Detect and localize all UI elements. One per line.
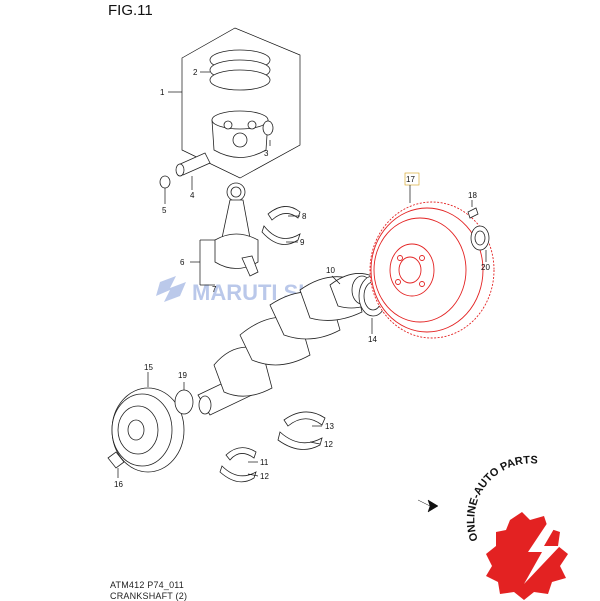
figure-name: CRANKSHAFT (2) bbox=[110, 591, 188, 601]
callout-12b: 12 bbox=[260, 472, 269, 481]
pulley-bolt bbox=[107, 451, 125, 469]
lightning-bolt-icon bbox=[524, 522, 560, 584]
callout-4: 4 bbox=[190, 191, 195, 200]
callout-3: 3 bbox=[264, 149, 269, 158]
callout-1: 1 bbox=[160, 88, 165, 97]
callout-2: 2 bbox=[193, 68, 198, 77]
main-bearing-upper bbox=[283, 411, 326, 427]
figure-code: ATM412 P74_011 bbox=[110, 580, 185, 590]
callout-16: 16 bbox=[114, 480, 123, 489]
piston-set-group bbox=[181, 27, 301, 179]
callout-9: 9 bbox=[300, 238, 305, 247]
leader-lines bbox=[117, 71, 487, 478]
callout-labels: 1 2 3 4 5 6 7 8 9 10 11 12 13 14 15 16 1… bbox=[114, 68, 490, 489]
main-bearing-lower bbox=[277, 431, 323, 450]
callout-5: 5 bbox=[162, 206, 167, 215]
conrod-bearing-upper bbox=[267, 206, 301, 221]
drive-plate-highlighted bbox=[369, 201, 495, 339]
suzuki-logo-icon bbox=[156, 276, 186, 302]
callout-12: 12 bbox=[324, 440, 333, 449]
callout-15: 15 bbox=[144, 363, 153, 372]
connecting-rod bbox=[214, 182, 259, 277]
thrust-bearing-upper bbox=[225, 447, 257, 461]
callout-20: 20 bbox=[481, 263, 490, 272]
callout-7: 7 bbox=[212, 285, 217, 294]
callout-6: 6 bbox=[180, 258, 185, 267]
figure-title: FIG.11 bbox=[108, 2, 153, 19]
callout-17: 17 bbox=[406, 175, 415, 184]
piston-pin bbox=[175, 152, 211, 177]
callout-10: 10 bbox=[326, 266, 335, 275]
direction-arrow-icon bbox=[417, 499, 439, 513]
crank-pulley bbox=[111, 387, 185, 473]
thrust-bearing-lower bbox=[219, 465, 257, 483]
callout-13: 13 bbox=[325, 422, 334, 431]
callout-19: 19 bbox=[178, 371, 187, 380]
callout-18: 18 bbox=[468, 191, 477, 200]
callout-11: 11 bbox=[260, 458, 269, 467]
flywheel-bolt bbox=[467, 207, 479, 219]
circlip bbox=[159, 175, 171, 189]
online-auto-parts-logo: ONLINE-AUTO PARTS bbox=[465, 454, 568, 600]
woodruff-key bbox=[174, 389, 194, 415]
conrod-bearing-lower bbox=[261, 225, 301, 245]
callout-8: 8 bbox=[302, 212, 307, 221]
callout-14: 14 bbox=[368, 335, 377, 344]
